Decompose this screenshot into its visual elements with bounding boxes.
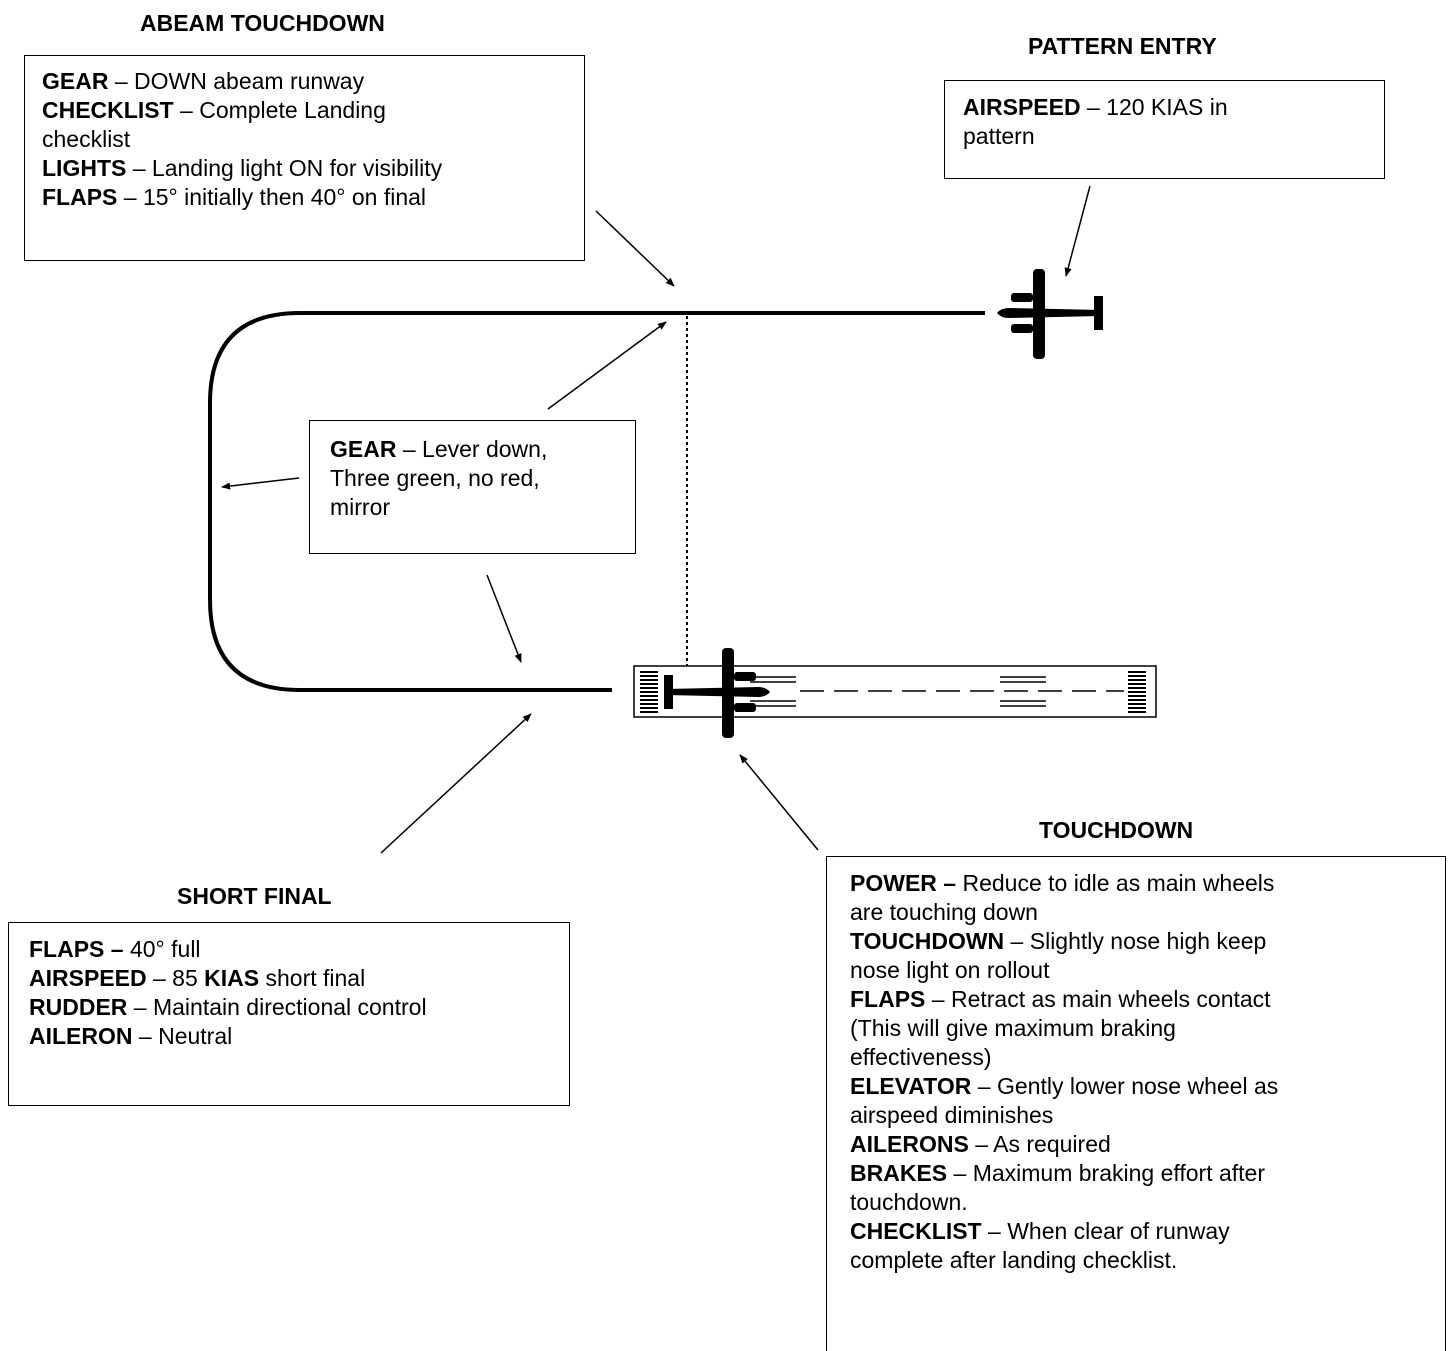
touchdown-line: effectiveness) xyxy=(850,1044,992,1070)
base-gear-line: GEAR – Lever down, xyxy=(330,436,548,462)
arrow-icon xyxy=(547,321,667,410)
short-final-heading: SHORT FINAL xyxy=(177,883,332,909)
runway-touchdown-zone-left xyxy=(750,676,796,707)
touchdown-heading: TOUCHDOWN xyxy=(1039,817,1194,843)
touchdown-line: ELEVATOR – Gently lower nose wheel as xyxy=(850,1073,1279,1099)
short-final-line: AILERON – Neutral xyxy=(29,1023,233,1049)
touchdown-line: BRAKES – Maximum braking effort after xyxy=(850,1160,1265,1186)
touchdown-line: AILERONS – As required xyxy=(850,1131,1111,1157)
touchdown-line: complete after landing checklist. xyxy=(850,1247,1178,1273)
abeam-line: CHECKLIST – Complete Landing xyxy=(42,97,386,123)
touchdown-line: are touching down xyxy=(850,899,1038,925)
arrow-icon xyxy=(486,574,522,663)
touchdown-line: touchdown. xyxy=(850,1189,968,1215)
short-final-box: FLAPS – 40° full AIRSPEED – 85 KIAS shor… xyxy=(8,922,570,1106)
runway-threshold-markings-left xyxy=(640,671,658,713)
traffic-pattern-path xyxy=(208,311,985,692)
pattern-entry-line: pattern xyxy=(963,123,1035,149)
arrow-icon xyxy=(739,754,819,851)
touchdown-line: airspeed diminishes xyxy=(850,1102,1054,1128)
aircraft-icon xyxy=(997,269,1103,359)
arrow-icon xyxy=(1064,185,1091,277)
touchdown-line: CHECKLIST – When clear of runway xyxy=(850,1218,1230,1244)
short-final-line: AIRSPEED – 85 KIAS short final xyxy=(29,965,366,991)
short-final-line: FLAPS – 40° full xyxy=(29,936,201,962)
pattern-entry-box: AIRSPEED – 120 KIAS in pattern xyxy=(944,80,1385,179)
base-gear-box: GEAR – Lever down, Three green, no red, … xyxy=(309,420,636,554)
abeam-line: LIGHTS – Landing light ON for visibility xyxy=(42,155,443,181)
base-gear-line: Three green, no red, xyxy=(330,465,540,491)
pattern-entry-line: AIRSPEED – 120 KIAS in xyxy=(963,94,1228,120)
runway-touchdown-zone-right xyxy=(1000,676,1046,707)
touchdown-line: nose light on rollout xyxy=(850,957,1050,983)
touchdown-box: POWER – Reduce to idle as main wheels ar… xyxy=(826,856,1446,1351)
abeam-line: checklist xyxy=(42,126,131,152)
touchdown-line: POWER – Reduce to idle as main wheels xyxy=(850,870,1275,896)
short-final-line: RUDDER – Maintain directional control xyxy=(29,994,427,1020)
aircraft-icon xyxy=(664,648,770,738)
touchdown-line: FLAPS – Retract as main wheels contact xyxy=(850,986,1271,1012)
pattern-entry-heading: PATTERN ENTRY xyxy=(1028,33,1217,59)
abeam-line: GEAR – DOWN abeam runway xyxy=(42,68,365,94)
abeam-line: FLAPS – 15° initially then 40° on final xyxy=(42,184,427,210)
arrow-icon xyxy=(221,477,300,490)
touchdown-line: (This will give maximum braking xyxy=(850,1015,1176,1041)
runway-threshold-markings-right xyxy=(1128,671,1146,713)
abeam-touchdown-heading: ABEAM TOUCHDOWN xyxy=(140,10,385,36)
touchdown-line: TOUCHDOWN – Slightly nose high keep xyxy=(850,928,1267,954)
base-gear-line: mirror xyxy=(330,494,391,520)
arrow-icon xyxy=(595,210,675,287)
arrow-icon xyxy=(380,713,532,854)
abeam-touchdown-box: GEAR – DOWN abeam runway CHECKLIST – Com… xyxy=(24,55,585,261)
